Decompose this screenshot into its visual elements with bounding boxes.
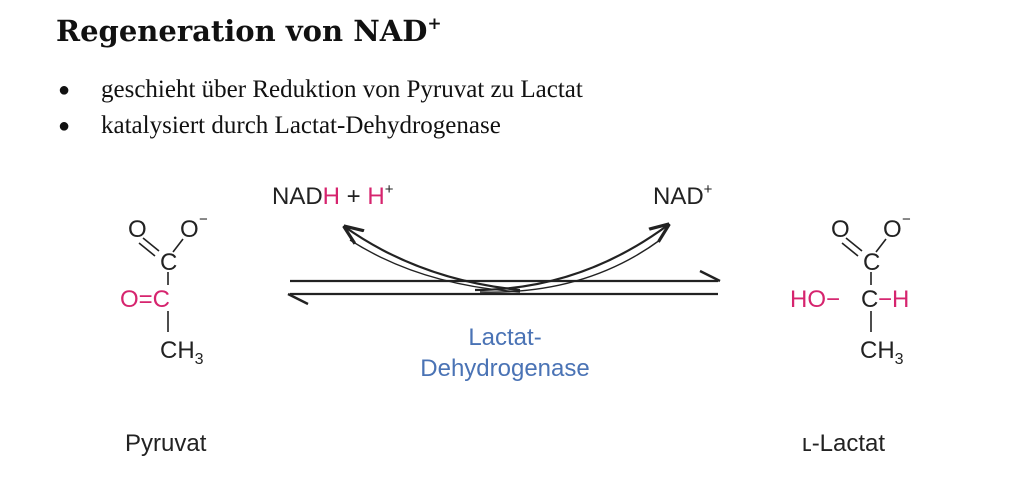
bullet-text: geschieht über Reduktion von Pyruvat zu … <box>101 76 583 103</box>
lactat-c1: C <box>863 249 880 276</box>
backward-arrow-head <box>287 292 309 306</box>
cofactor-nad: NAD+ <box>653 181 713 210</box>
lactat-minus: − <box>902 211 911 228</box>
lactat-label: ʟ-Lactat <box>802 430 885 457</box>
lactat-c2: C <box>861 286 878 313</box>
lactat-bonds <box>841 237 887 332</box>
list-item: ● katalysiert durch Lactat-Dehydrogenase <box>56 108 583 144</box>
lactat-o1: O <box>831 216 850 243</box>
bullet-icon: ● <box>58 115 71 137</box>
bullet-list: ● geschieht über Reduktion von Pyruvat zu… <box>56 72 583 144</box>
nad-curved-arrow <box>474 225 668 292</box>
lactat-ch3: CH3 <box>860 337 904 368</box>
pyruvat-minus: − <box>199 211 208 228</box>
cofactor-nadh: NADH + H+ <box>272 181 394 210</box>
pyruvat-ch3: CH3 <box>160 337 204 368</box>
lactat-ho: HO− <box>790 286 840 313</box>
title-superscript: + <box>427 14 442 34</box>
lactat-h: −H <box>878 286 909 313</box>
pyruvat-oeq: O=C <box>120 286 170 313</box>
pyruvat-o2: O <box>180 216 199 243</box>
pyruvat-structure: O O − C O=C CH3 <box>120 211 208 368</box>
forward-arrow-head <box>699 269 721 283</box>
list-item: ● geschieht über Reduktion von Pyruvat zu… <box>56 72 583 108</box>
enzyme-label-line2: Dehydrogenase <box>420 355 589 382</box>
pyruvat-o1: O <box>128 216 147 243</box>
lactat-o2: O <box>883 216 902 243</box>
pyruvat-bonds <box>138 237 184 332</box>
nadh-arrow-outline <box>349 239 521 293</box>
nadh-curved-arrow <box>345 227 521 292</box>
bullet-icon: ● <box>58 79 71 101</box>
bullet-text: katalysiert durch Lactat-Dehydrogenase <box>101 112 501 139</box>
lactat-structure: O O − C HO− C −H CH3 <box>790 211 911 368</box>
page-title: Regeneration von NAD+ <box>56 14 442 48</box>
pyruvat-c1: C <box>160 249 177 276</box>
enzyme-label-line1: Lactat- <box>468 324 541 351</box>
pyruvat-label: Pyruvat <box>125 430 207 457</box>
